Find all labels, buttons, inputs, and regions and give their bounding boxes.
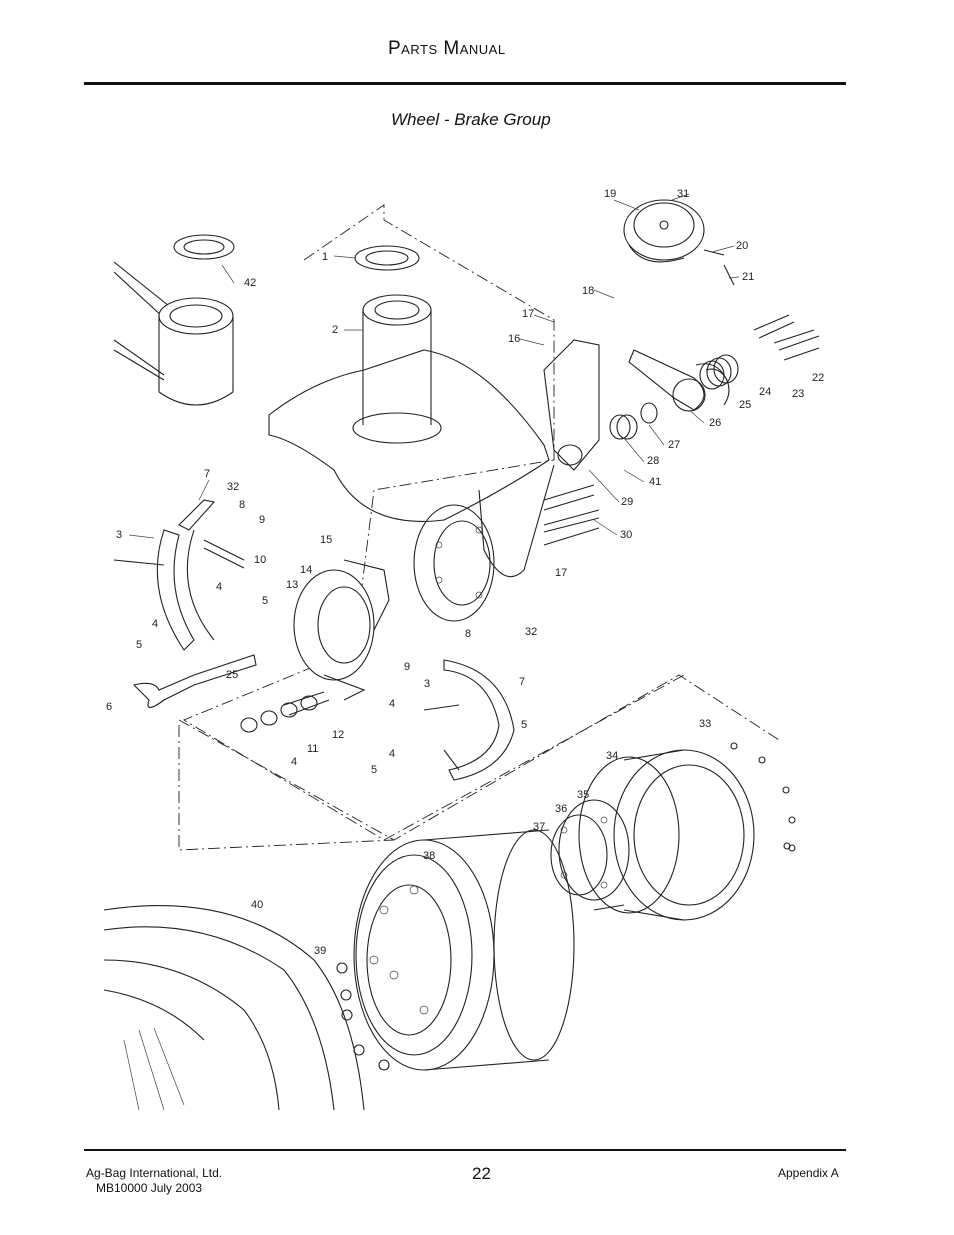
callout-35: 35 — [577, 789, 589, 801]
bolts-22-24 — [753, 314, 820, 361]
callout-18: 18 — [582, 285, 594, 297]
callout-8b: 8 — [465, 628, 471, 640]
part-6-camshaft — [132, 654, 257, 709]
callout-5c: 5 — [521, 719, 527, 731]
exploded-parts-diagram: 1 2 3 3 4 4 4 4 4 5 5 5 5 6 7 7 8 8 9 9 … — [103, 188, 824, 1111]
part-38-wheel-rim — [353, 829, 575, 1071]
callout-9: 9 — [259, 514, 265, 526]
callout-5: 5 — [262, 595, 268, 607]
footer-section: Appendix A — [778, 1166, 839, 1180]
leader-lines — [128, 193, 740, 539]
callout-2: 2 — [332, 324, 338, 336]
page-header-title: Parts Manual — [388, 38, 506, 59]
callout-3b: 3 — [424, 678, 430, 690]
part-10-spring — [203, 539, 245, 569]
callout-4c: 4 — [389, 698, 395, 710]
callout-31: 31 — [677, 188, 689, 200]
callout-41: 41 — [649, 476, 661, 488]
callout-15: 15 — [320, 534, 332, 546]
part-29-bracket — [543, 339, 600, 471]
callout-19: 19 — [604, 188, 616, 200]
callout-34: 34 — [606, 750, 618, 762]
callout-17: 17 — [522, 308, 534, 320]
callout-12: 12 — [332, 729, 344, 741]
axle-end-flange — [413, 504, 495, 622]
callout-7b: 7 — [519, 676, 525, 688]
callout-42: 42 — [244, 277, 256, 289]
wheel-group-frame — [178, 725, 395, 851]
callout-7: 7 — [204, 468, 210, 480]
callout-3: 3 — [116, 529, 122, 541]
part-7-brake-shoe-right — [423, 659, 515, 781]
callout-33: 33 — [699, 718, 711, 730]
callout-5d: 5 — [371, 764, 377, 776]
callout-4: 4 — [216, 581, 222, 593]
callout-30: 30 — [620, 529, 632, 541]
part-42-washer — [173, 234, 235, 260]
callout-23: 23 — [792, 388, 804, 400]
callout-27: 27 — [668, 439, 680, 451]
callout-6: 6 — [106, 701, 112, 713]
callout-29: 29 — [621, 496, 633, 508]
callout-4b: 4 — [152, 618, 158, 630]
part-40-tire — [103, 905, 365, 1111]
callout-26: 26 — [709, 417, 721, 429]
part-14-brake-spider — [293, 559, 390, 701]
callout-9b: 9 — [404, 661, 410, 673]
part-25-spring — [699, 354, 739, 390]
footer-company: Ag-Bag International, Ltd. — [86, 1166, 223, 1180]
callout-16: 16 — [508, 333, 520, 345]
bolts-30 — [543, 484, 600, 546]
callout-37: 37 — [533, 821, 545, 833]
callout-28: 28 — [647, 455, 659, 467]
callout-13: 13 — [286, 579, 298, 591]
studs-33 — [730, 742, 796, 852]
callout-20: 20 — [736, 240, 748, 252]
callout-32: 32 — [227, 481, 239, 493]
page-number: 22 — [472, 1164, 491, 1183]
footer-rule — [84, 1149, 846, 1151]
callout-10: 10 — [254, 554, 266, 566]
callout-24: 24 — [759, 386, 771, 398]
callout-11: 11 — [307, 743, 318, 755]
callout-40: 40 — [251, 899, 263, 911]
callout-39: 39 — [314, 945, 326, 957]
part-1-washer — [354, 245, 420, 271]
callout-5b: 5 — [136, 639, 142, 651]
figure-title: Wheel - Brake Group — [391, 110, 551, 129]
axle-group-frame — [183, 204, 685, 841]
callout-25b: 25 — [226, 669, 238, 681]
callout-21: 21 — [742, 271, 754, 283]
callout-1: 1 — [322, 251, 328, 263]
callout-17b: 17 — [555, 567, 567, 579]
callout-14: 14 — [300, 564, 312, 576]
parts-27-28-bushings — [609, 402, 658, 440]
callout-22: 22 — [812, 372, 824, 384]
header-rule — [84, 82, 846, 85]
callout-32b: 32 — [525, 626, 537, 638]
left-axle-tube — [113, 261, 234, 406]
callout-4d: 4 — [291, 756, 297, 768]
part-19-brake-chamber — [623, 199, 735, 286]
axle-housing — [268, 294, 555, 578]
callout-36: 36 — [555, 803, 567, 815]
part-35-36-hub — [550, 799, 630, 911]
part-7-brake-shoe-left — [113, 499, 216, 651]
callout-8: 8 — [239, 499, 245, 511]
parts-11-12-bushings — [240, 691, 330, 733]
callout-25: 25 — [739, 399, 751, 411]
part-34-brake-drum — [578, 749, 755, 921]
callout-4e: 4 — [389, 748, 395, 760]
callout-38: 38 — [423, 850, 435, 862]
footer-doc-number: MB10000 July 2003 — [96, 1181, 203, 1195]
